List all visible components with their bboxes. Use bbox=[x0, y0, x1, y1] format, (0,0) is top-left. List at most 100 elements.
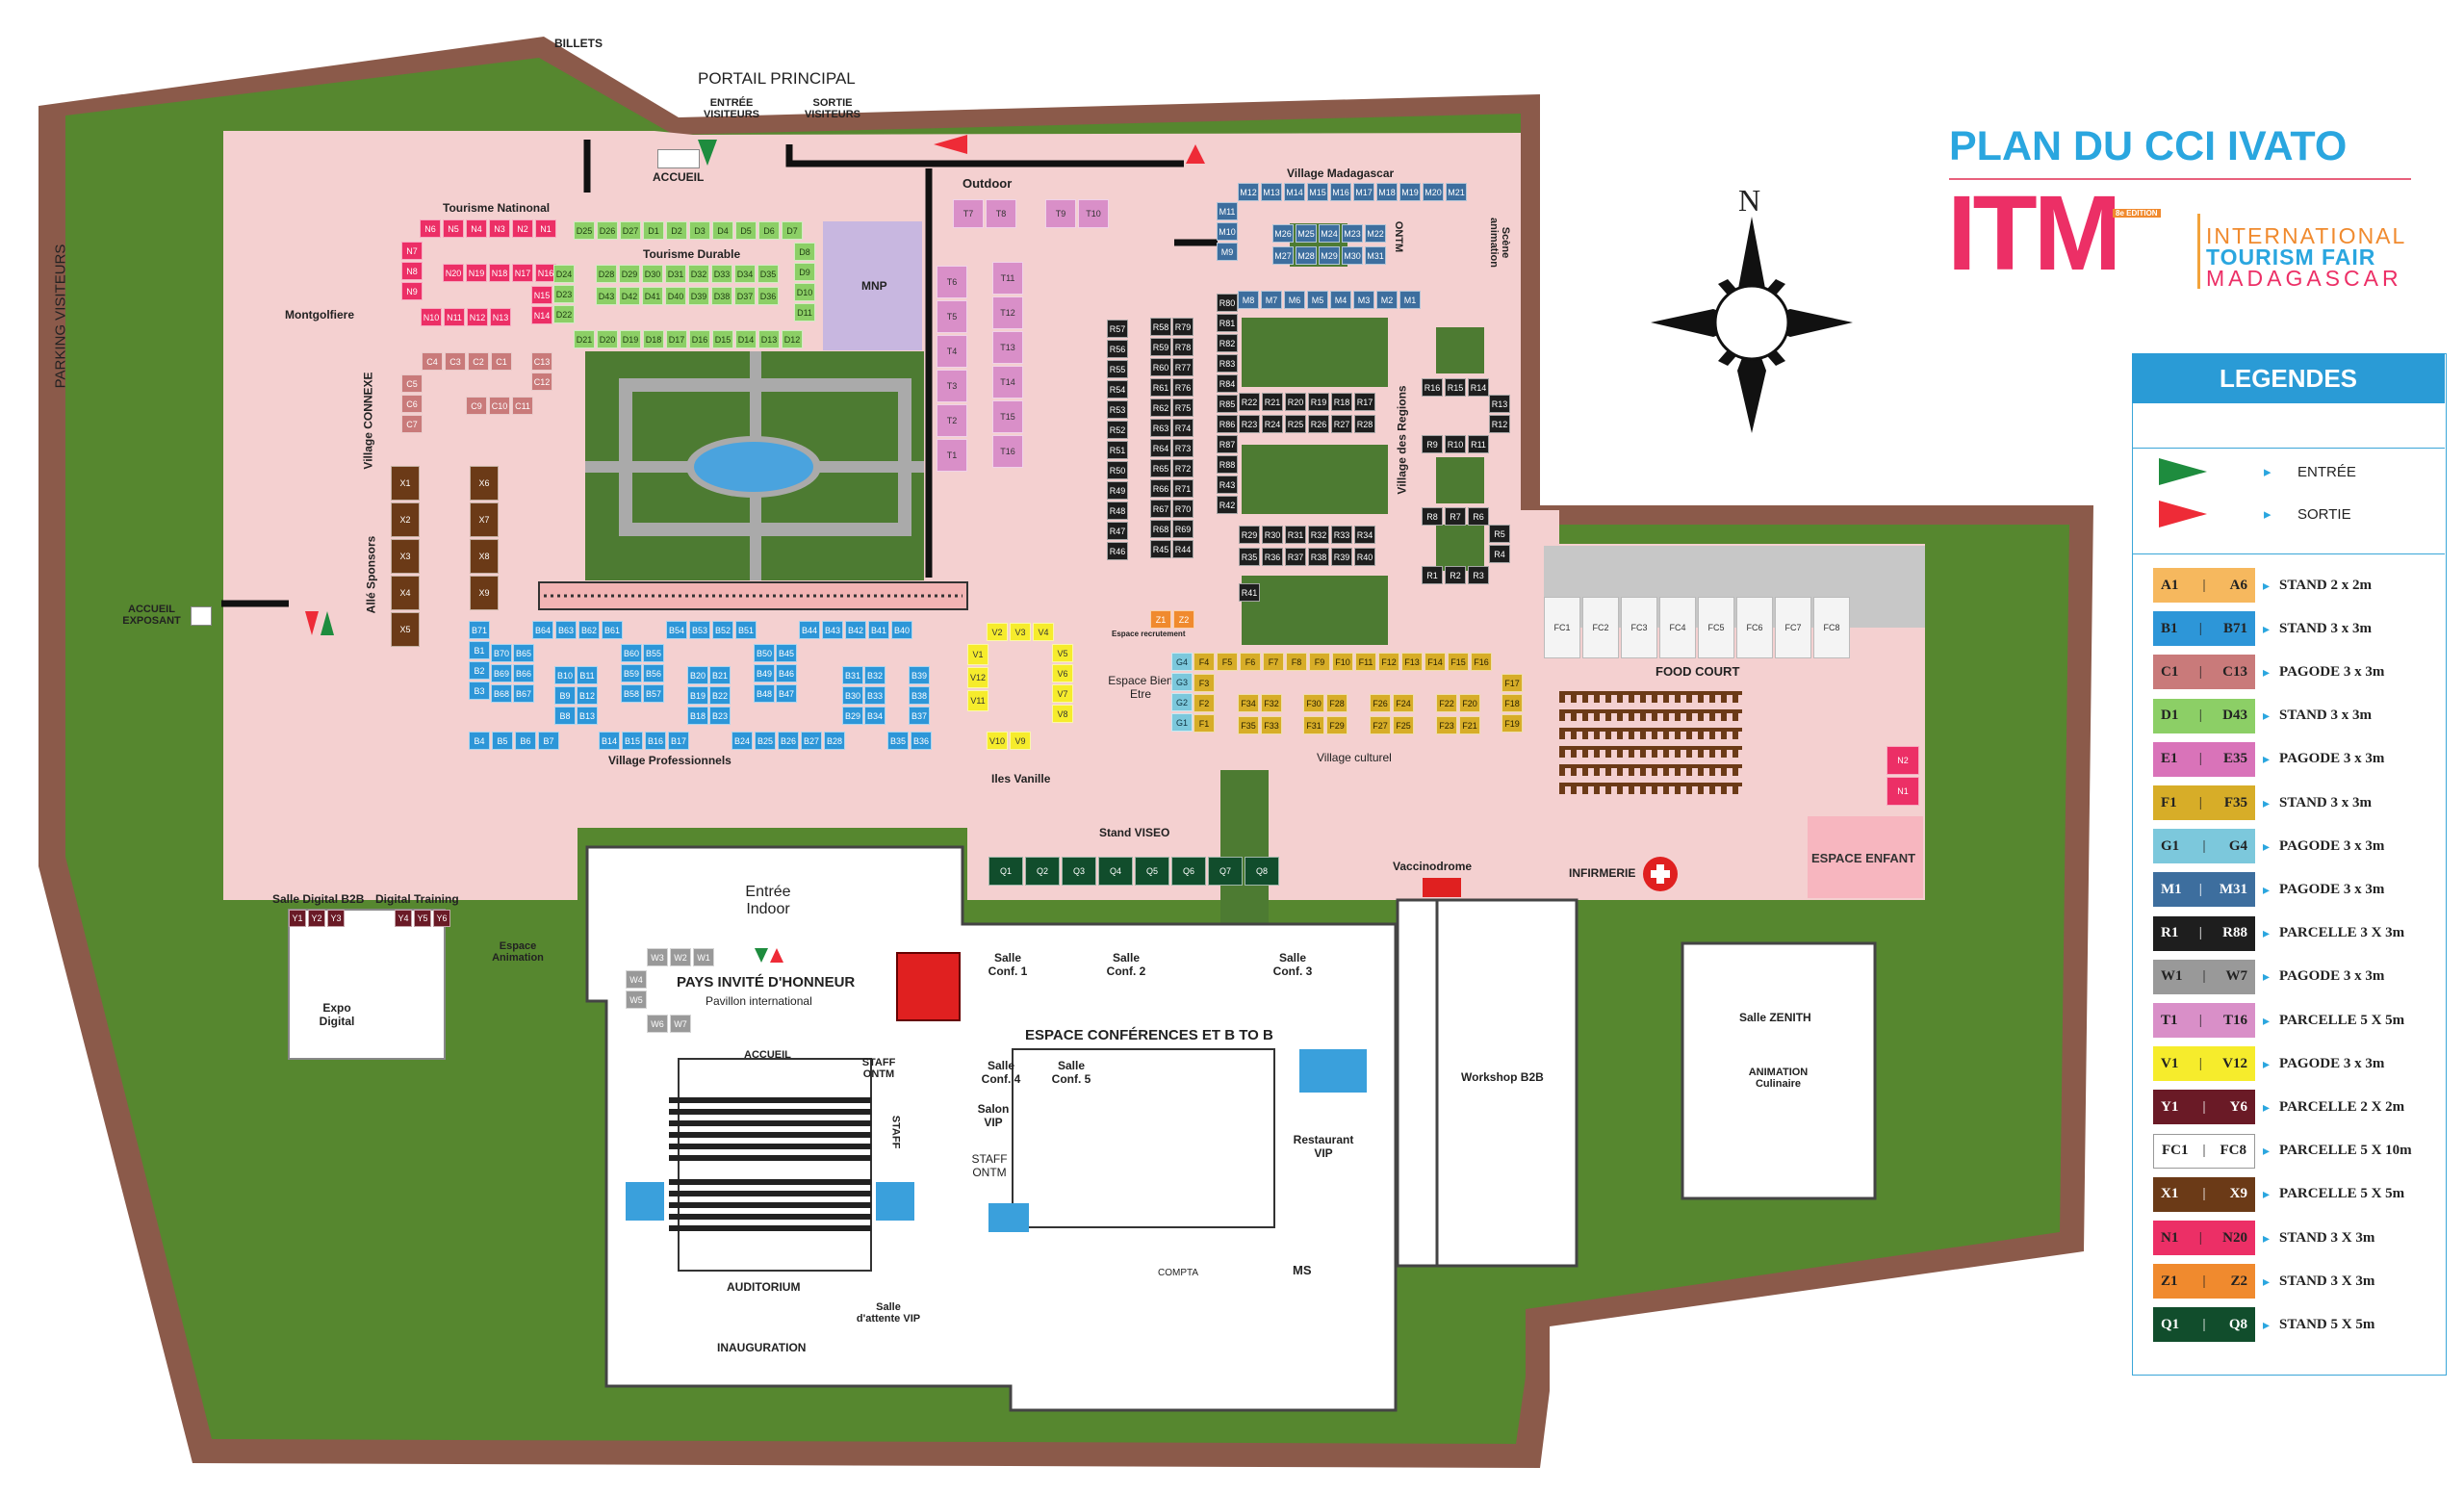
stand-f24[interactable]: F24 bbox=[1393, 694, 1414, 712]
stand-v2[interactable]: V2 bbox=[987, 623, 1008, 641]
stand-d41[interactable]: D41 bbox=[642, 287, 663, 305]
stand-d40[interactable]: D40 bbox=[665, 287, 686, 305]
stand-w3[interactable]: W3 bbox=[647, 948, 668, 966]
stand-b3[interactable]: B3 bbox=[469, 682, 490, 700]
stand-r19[interactable]: R19 bbox=[1308, 393, 1329, 411]
stand-f3[interactable]: F3 bbox=[1194, 674, 1215, 692]
stand-r34[interactable]: R34 bbox=[1354, 526, 1375, 544]
stand-f29[interactable]: F29 bbox=[1326, 716, 1348, 734]
stand-v9[interactable]: V9 bbox=[1010, 732, 1031, 750]
stand-r23[interactable]: R23 bbox=[1239, 415, 1260, 433]
stand-b70[interactable]: B70 bbox=[491, 644, 512, 662]
stand-r41[interactable]: R41 bbox=[1239, 583, 1260, 602]
stand-f20[interactable]: F20 bbox=[1459, 694, 1480, 712]
stand-n20[interactable]: N20 bbox=[443, 264, 464, 282]
stand-t14[interactable]: T14 bbox=[992, 366, 1023, 399]
stand-f31[interactable]: F31 bbox=[1303, 716, 1324, 734]
stand-c1[interactable]: C1 bbox=[491, 352, 512, 371]
stand-b64[interactable]: B64 bbox=[532, 621, 553, 639]
stand-d42[interactable]: D42 bbox=[619, 287, 640, 305]
stand-b7[interactable]: B7 bbox=[538, 732, 559, 750]
stand-n2[interactable]: N2 bbox=[1886, 746, 1919, 775]
stand-w5[interactable]: W5 bbox=[626, 990, 647, 1009]
stand-f25[interactable]: F25 bbox=[1393, 716, 1414, 734]
stand-x1[interactable]: X1 bbox=[391, 466, 420, 501]
stand-r43[interactable]: R43 bbox=[1217, 476, 1238, 494]
stand-w2[interactable]: W2 bbox=[670, 948, 691, 966]
stand-b17[interactable]: B17 bbox=[668, 732, 689, 750]
stand-q1[interactable]: Q1 bbox=[988, 857, 1023, 886]
stand-r54[interactable]: R54 bbox=[1107, 380, 1128, 399]
stand-d11[interactable]: D11 bbox=[794, 303, 815, 322]
stand-r75[interactable]: R75 bbox=[1172, 399, 1194, 417]
stand-b42[interactable]: B42 bbox=[845, 621, 866, 639]
stand-v1[interactable]: V1 bbox=[967, 644, 988, 665]
stand-f10[interactable]: F10 bbox=[1332, 653, 1353, 671]
stand-r77[interactable]: R77 bbox=[1172, 358, 1194, 376]
stand-b55[interactable]: B55 bbox=[643, 644, 664, 662]
stand-f33[interactable]: F33 bbox=[1261, 716, 1282, 734]
stand-r32[interactable]: R32 bbox=[1308, 526, 1329, 544]
stand-m1[interactable]: M1 bbox=[1399, 291, 1421, 309]
stand-r38[interactable]: R38 bbox=[1308, 548, 1329, 566]
stand-b4[interactable]: B4 bbox=[469, 732, 490, 750]
stand-r44[interactable]: R44 bbox=[1172, 540, 1194, 558]
stand-f27[interactable]: F27 bbox=[1370, 716, 1391, 734]
stand-b13[interactable]: B13 bbox=[577, 707, 598, 725]
stand-r69[interactable]: R69 bbox=[1172, 520, 1194, 538]
stand-b9[interactable]: B9 bbox=[554, 686, 576, 705]
stand-v7[interactable]: V7 bbox=[1052, 684, 1073, 703]
stand-b69[interactable]: B69 bbox=[491, 664, 512, 682]
stand-n8[interactable]: N8 bbox=[401, 262, 423, 280]
stand-b30[interactable]: B30 bbox=[842, 686, 863, 705]
stand-r88[interactable]: R88 bbox=[1217, 455, 1238, 474]
stand-g3[interactable]: G3 bbox=[1171, 673, 1193, 691]
stand-d22[interactable]: D22 bbox=[553, 305, 575, 323]
stand-m10[interactable]: M10 bbox=[1217, 222, 1238, 241]
stand-d16[interactable]: D16 bbox=[689, 330, 710, 348]
stand-b68[interactable]: B68 bbox=[491, 684, 512, 703]
stand-b44[interactable]: B44 bbox=[799, 621, 820, 639]
stand-r64[interactable]: R64 bbox=[1150, 439, 1171, 457]
stand-r9[interactable]: R9 bbox=[1422, 435, 1443, 453]
stand-r35[interactable]: R35 bbox=[1239, 548, 1260, 566]
stand-b10[interactable]: B10 bbox=[554, 666, 576, 684]
stand-d9[interactable]: D9 bbox=[794, 263, 815, 281]
stand-m26[interactable]: M26 bbox=[1272, 224, 1294, 243]
stand-r50[interactable]: R50 bbox=[1107, 461, 1128, 479]
stand-t15[interactable]: T15 bbox=[992, 400, 1023, 433]
stand-d7[interactable]: D7 bbox=[782, 221, 803, 240]
stand-r2[interactable]: R2 bbox=[1445, 566, 1466, 584]
stand-b11[interactable]: B11 bbox=[577, 666, 598, 684]
stand-b23[interactable]: B23 bbox=[709, 707, 731, 725]
stand-d26[interactable]: D26 bbox=[597, 221, 618, 240]
stand-d29[interactable]: D29 bbox=[619, 265, 640, 283]
stand-b71[interactable]: B71 bbox=[469, 621, 490, 639]
stand-b38[interactable]: B38 bbox=[909, 686, 930, 705]
stand-r76[interactable]: R76 bbox=[1172, 378, 1194, 397]
stand-c11[interactable]: C11 bbox=[512, 397, 533, 415]
stand-n13[interactable]: N13 bbox=[490, 308, 511, 326]
stand-f26[interactable]: F26 bbox=[1370, 694, 1391, 712]
stand-d4[interactable]: D4 bbox=[712, 221, 733, 240]
stand-b37[interactable]: B37 bbox=[909, 707, 930, 725]
stand-b45[interactable]: B45 bbox=[776, 644, 797, 662]
stand-m23[interactable]: M23 bbox=[1342, 224, 1363, 243]
stand-b16[interactable]: B16 bbox=[645, 732, 666, 750]
stand-f12[interactable]: F12 bbox=[1378, 653, 1399, 671]
stand-n11[interactable]: N11 bbox=[444, 308, 465, 326]
stand-b24[interactable]: B24 bbox=[732, 732, 753, 750]
stand-f22[interactable]: F22 bbox=[1436, 694, 1457, 712]
stand-n14[interactable]: N14 bbox=[531, 306, 552, 324]
stand-f32[interactable]: F32 bbox=[1261, 694, 1282, 712]
stand-d36[interactable]: D36 bbox=[757, 287, 779, 305]
stand-f2[interactable]: F2 bbox=[1194, 694, 1215, 712]
stand-c4[interactable]: C4 bbox=[422, 352, 443, 371]
stand-m15[interactable]: M15 bbox=[1307, 183, 1328, 201]
stand-r81[interactable]: R81 bbox=[1217, 314, 1238, 332]
stand-f21[interactable]: F21 bbox=[1459, 716, 1480, 734]
stand-b14[interactable]: B14 bbox=[599, 732, 620, 750]
stand-b60[interactable]: B60 bbox=[621, 644, 642, 662]
stand-r78[interactable]: R78 bbox=[1172, 338, 1194, 356]
stand-r7[interactable]: R7 bbox=[1445, 507, 1466, 526]
